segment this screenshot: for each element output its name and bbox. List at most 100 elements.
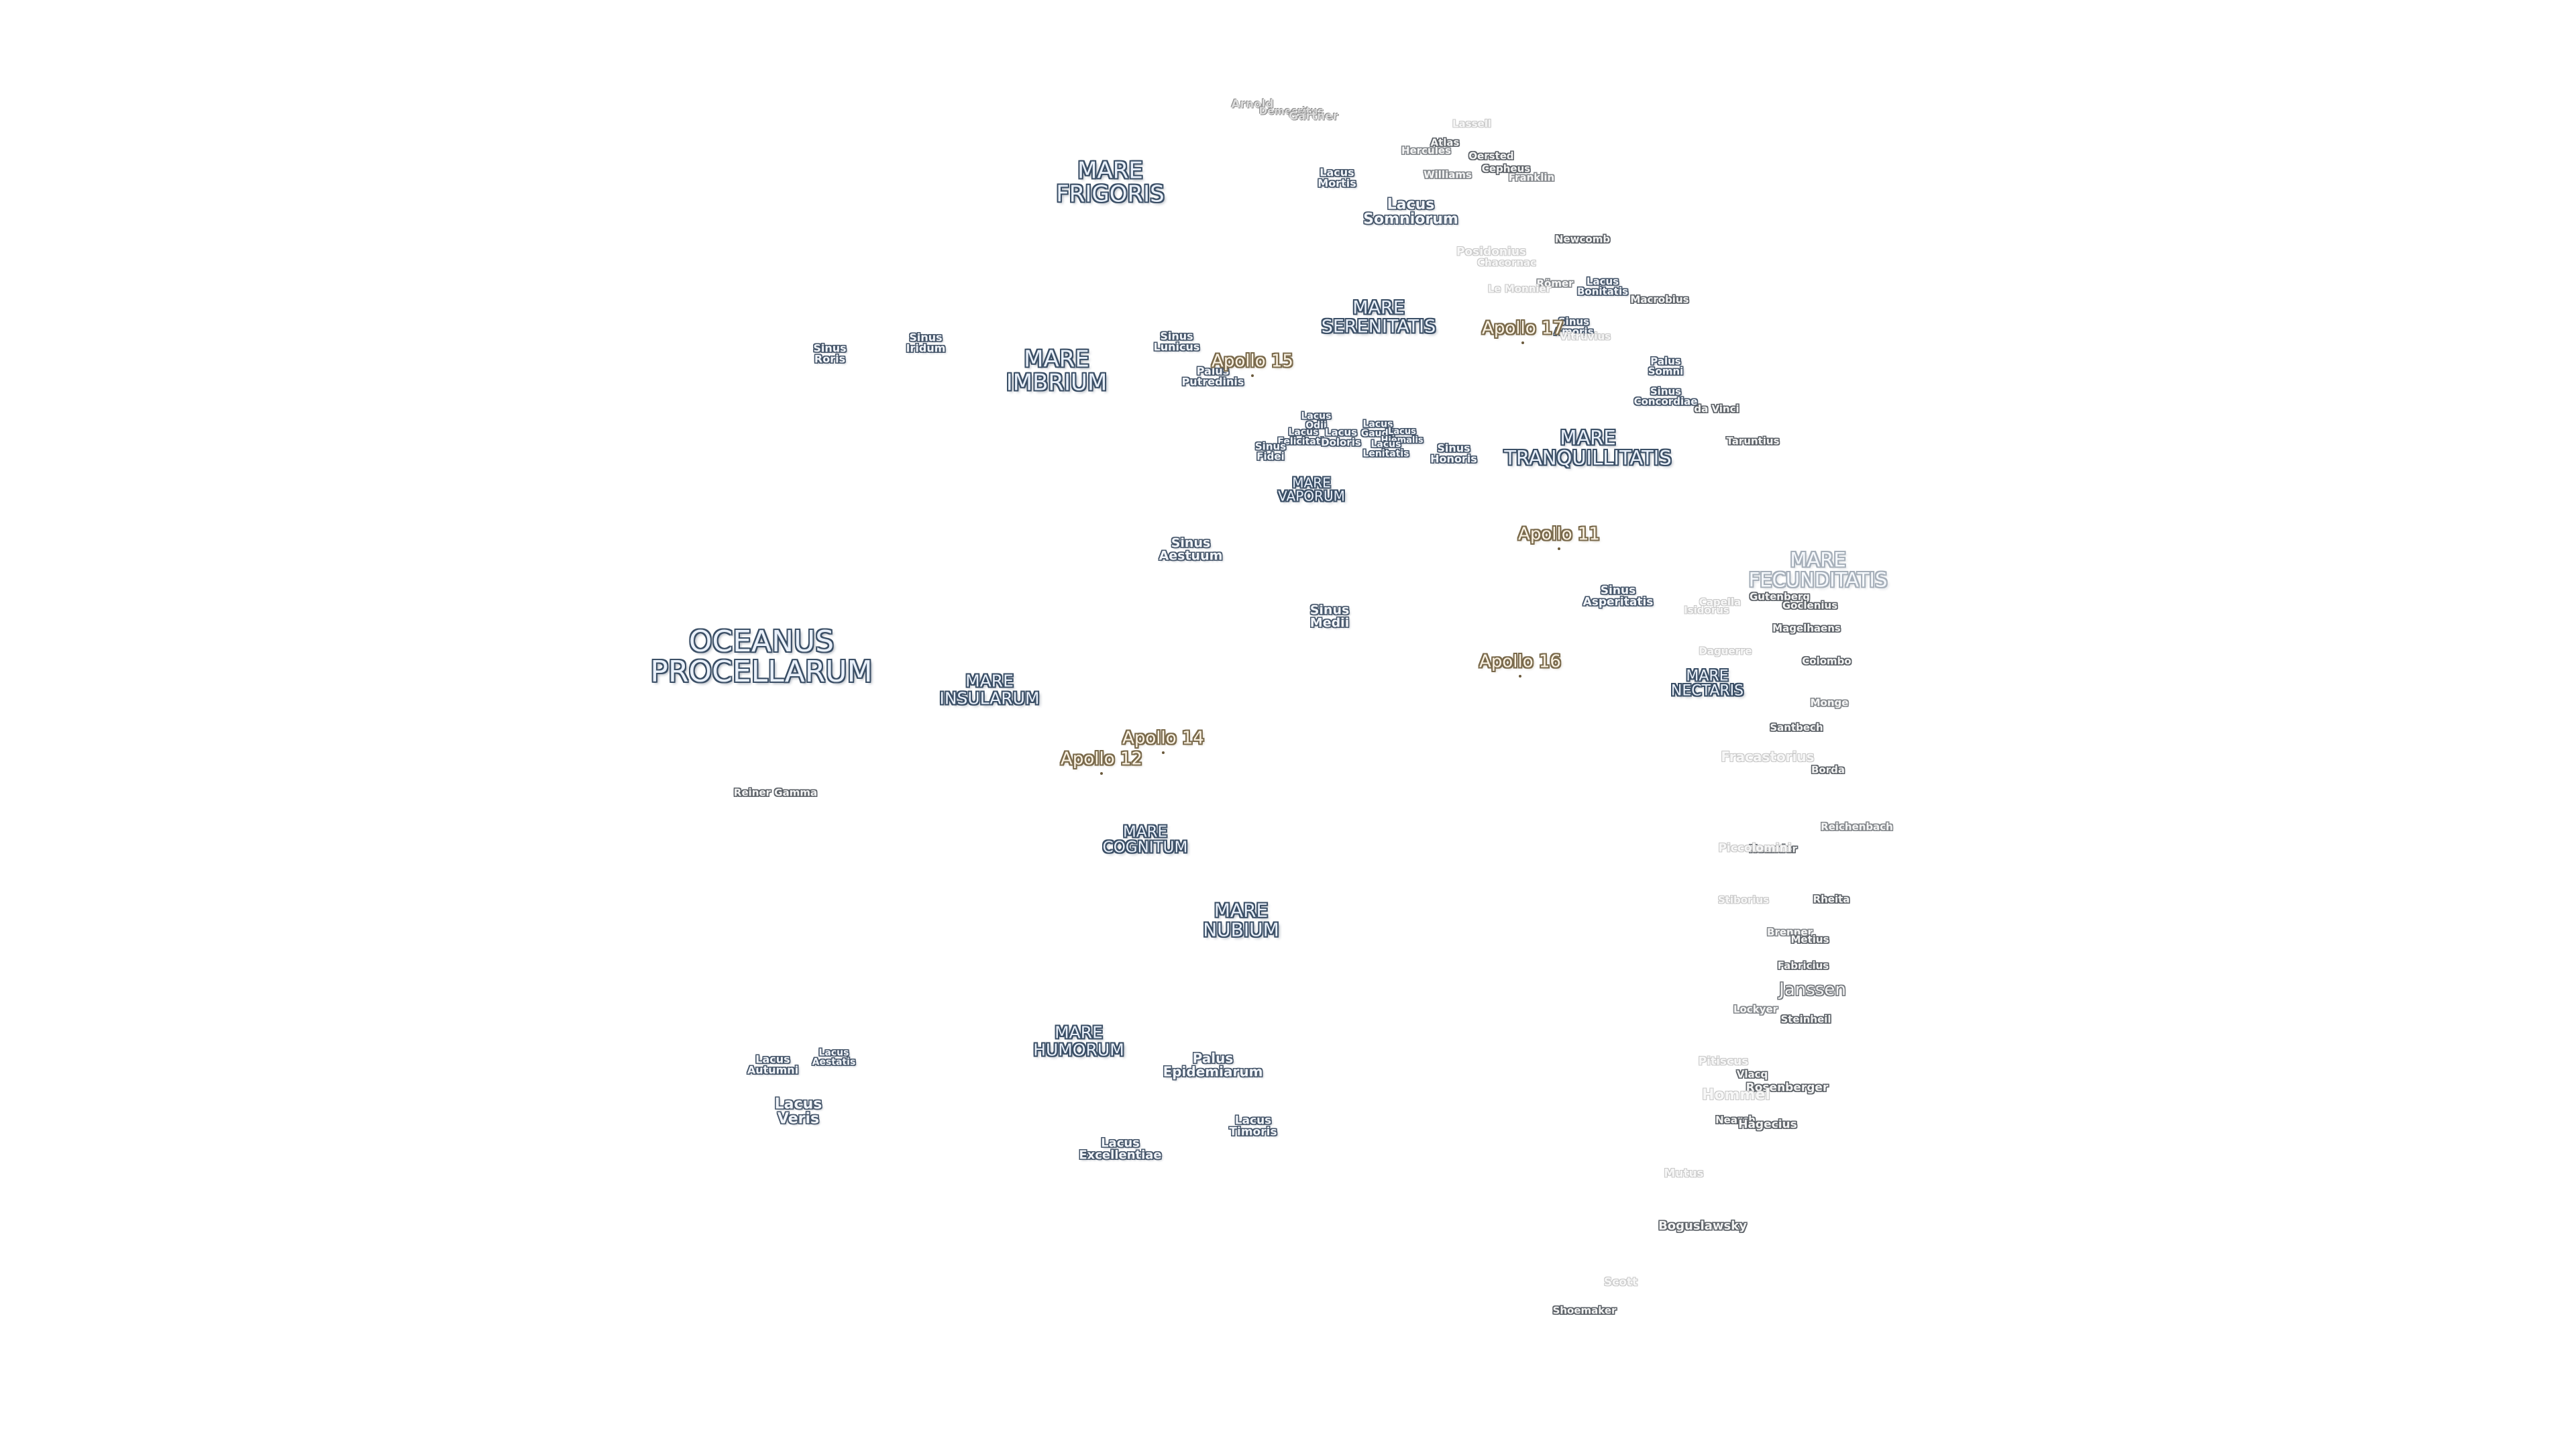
crater-label: Pitiscus <box>1698 1055 1749 1069</box>
apollo-15-marker[interactable] <box>1251 374 1254 377</box>
feature-label: Sinus Asperitatis <box>1582 584 1654 609</box>
crater-label: Fracastorius <box>1721 748 1815 765</box>
apollo-16-marker[interactable] <box>1519 675 1521 678</box>
feature-label: Palus Somni <box>1648 355 1684 378</box>
crater-label: Boguslawsky <box>1658 1218 1747 1233</box>
apollo-16-label[interactable]: Apollo 16 <box>1479 651 1561 672</box>
mare-label: MARE COGNITUM <box>1102 823 1188 857</box>
crater-label: Chacornac <box>1477 256 1537 269</box>
crater-label: Cepheus <box>1481 162 1531 175</box>
crater-label: Brenner <box>1767 926 1813 938</box>
crater-label: Williams <box>1424 168 1472 181</box>
crater-label: Rheita <box>1813 893 1850 906</box>
feature-label: Lacus Timoris <box>1229 1114 1277 1139</box>
crater-label: Daguerre <box>1699 645 1752 657</box>
apollo-12-marker[interactable] <box>1100 772 1103 775</box>
feature-label: Lacus Felicitatis <box>1277 427 1330 447</box>
mare-label: MARE FRIGORIS <box>1056 157 1165 207</box>
mare-label: MARE HUMORUM <box>1033 1022 1124 1059</box>
crater-label: Gärtner <box>1289 109 1338 123</box>
apollo-15-label[interactable]: Apollo 15 <box>1212 351 1293 372</box>
mare-label: MARE VAPORUM <box>1278 474 1345 504</box>
feature-label: Lacus Autumni <box>747 1053 799 1077</box>
crater-label: Shoemaker <box>1552 1304 1617 1317</box>
crater-label: Mutus <box>1664 1167 1704 1181</box>
crater-label: Capella <box>1699 596 1741 608</box>
crater-label: Borda <box>1811 763 1845 776</box>
mare-label: OCEANUS PROCELLARUM <box>650 625 873 689</box>
crater-label: Posidonius <box>1456 245 1527 259</box>
apollo-12-label[interactable]: Apollo 12 <box>1061 749 1142 769</box>
feature-label: Lacus Gaudii <box>1360 419 1395 439</box>
crater-label: Nearch <box>1715 1114 1756 1126</box>
crater-label: Goclenius <box>1782 599 1838 612</box>
feature-label: Sinus Amoris <box>1554 315 1594 338</box>
mare-label: MARE INSULARUM <box>939 671 1040 708</box>
feature-label: Sinus Lunicus <box>1153 329 1200 354</box>
mare-label: MARE SERENITATIS <box>1321 297 1436 337</box>
apollo-17-marker[interactable] <box>1521 341 1524 344</box>
mare-label: MARE NECTARIS <box>1670 667 1744 700</box>
crater-label: Monge <box>1810 696 1849 709</box>
crater-label: Neander <box>1749 843 1797 855</box>
apollo-17-label[interactable]: Apollo 17 <box>1482 318 1564 339</box>
crater-label: da Vinci <box>1694 402 1739 415</box>
feature-label: Sinus Fidei <box>1254 440 1287 463</box>
feature-label: Lacus Aestatis <box>812 1047 856 1068</box>
crater-label: Piccolomini <box>1718 841 1792 855</box>
feature-label: Sinus Roris <box>813 341 847 366</box>
mare-label: MARE FECUNDITATIS <box>1748 548 1888 591</box>
feature-label: Palus Epidemiarum <box>1163 1050 1263 1080</box>
crater-label: Vlacq <box>1736 1068 1768 1081</box>
mare-label: MARE NUBIUM <box>1203 899 1279 941</box>
feature-label: Lacus Excellentiae <box>1079 1136 1162 1163</box>
crater-label: Lockyer <box>1733 1003 1778 1016</box>
crater-label: Isidorus <box>1684 604 1729 616</box>
apollo-14-marker[interactable] <box>1162 751 1165 754</box>
feature-label: Lacus Veris <box>774 1095 822 1128</box>
crater-label: Atlas <box>1430 136 1460 149</box>
apollo-11-label[interactable]: Apollo 11 <box>1518 524 1600 545</box>
crater-label: Colombo <box>1802 655 1851 667</box>
crater-label: Scott <box>1603 1275 1638 1289</box>
apollo-11-marker[interactable] <box>1558 547 1560 550</box>
crater-label: Reiner Gamma <box>733 786 818 799</box>
crater-label: Reichenbach <box>1821 820 1893 833</box>
feature-label: Lacus Hiemalis <box>1381 426 1424 445</box>
feature-label: Sinus Iridum <box>906 331 946 355</box>
apollo-14-label[interactable]: Apollo 14 <box>1122 728 1204 749</box>
feature-label: Sinus Honoris <box>1430 441 1477 466</box>
feature-label: Lacus Lenitatis <box>1362 439 1409 460</box>
crater-label: Metius <box>1790 933 1829 946</box>
crater-label: Rosenberger <box>1746 1081 1829 1095</box>
crater-label: Oersted <box>1468 150 1514 162</box>
crater-label: Steinheil <box>1780 1013 1831 1026</box>
feature-label: Palus Putredinis <box>1181 364 1244 388</box>
crater-label: Democritus <box>1258 105 1324 117</box>
feature-label: Sinus Concordiae <box>1633 385 1698 408</box>
crater-label: Taruntius <box>1726 435 1780 447</box>
feature-label: Lacus Bonitatis <box>1576 275 1629 298</box>
crater-label: Janssen <box>1779 979 1846 1000</box>
feature-label: Sinus Aestuum <box>1159 535 1223 564</box>
crater-label: Santbech <box>1770 721 1823 734</box>
crater-label: Magelhaens <box>1772 622 1841 635</box>
crater-label: Hagecius <box>1738 1118 1797 1132</box>
crater-label: Lassell <box>1452 117 1491 130</box>
mare-label: MARE IMBRIUM <box>1006 345 1108 396</box>
feature-label: Sinus Medii <box>1309 602 1350 631</box>
feature-label: Lacus Doloris <box>1321 426 1361 449</box>
crater-label: Hommel <box>1702 1086 1770 1104</box>
crater-label: Arnold <box>1231 97 1274 111</box>
crater-label: Fabricius <box>1777 959 1829 972</box>
crater-label: Gutenberg <box>1749 590 1811 603</box>
feature-label: Lacus Mortis <box>1318 166 1356 190</box>
crater-label: Franklin <box>1508 171 1555 184</box>
crater-label: Hercules <box>1401 144 1451 157</box>
mare-label: MARE TRANQUILLITATIS <box>1504 426 1672 469</box>
crater-label: Vitruvius <box>1559 330 1611 343</box>
crater-label: Stiborius <box>1717 894 1770 906</box>
feature-label: Lacus Odii <box>1301 411 1332 431</box>
feature-label: Lacus Somniorum <box>1363 196 1458 228</box>
